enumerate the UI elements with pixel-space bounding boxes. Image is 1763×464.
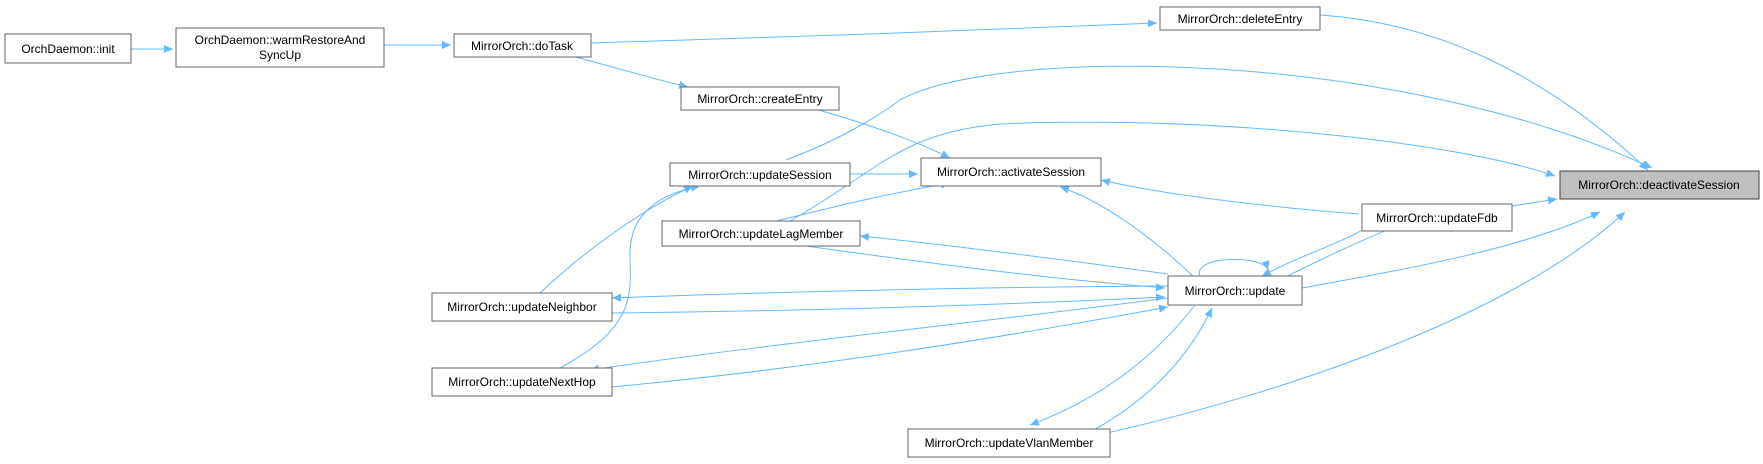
edge-update-to-nexthop — [589, 297, 1169, 373]
node-update-session[interactable]: MirrorOrch::updateSession — [669, 162, 851, 187]
edge-lag-to-update — [805, 245, 1166, 292]
node-update-label: MirrorOrch::update — [1185, 284, 1286, 298]
edge-deleteEntry-to-deactivate — [1319, 14, 1649, 171]
node-orch-init[interactable]: OrchDaemon::init — [4, 33, 132, 64]
node-update-lag-member[interactable]: MirrorOrch::updateLagMember — [661, 220, 861, 247]
node-orch-init-label: OrchDaemon::init — [21, 42, 115, 56]
node-deactivate-session[interactable]: MirrorOrch::deactivateSession — [1559, 170, 1760, 200]
node-deactivate-session-label: MirrorOrch::deactivateSession — [1578, 178, 1739, 192]
node-update-vlan-member-label: MirrorOrch::updateVlanMember — [925, 436, 1094, 450]
edge-doTask-to-createEntry — [571, 55, 689, 89]
edge-fdb-to-deactivate — [1511, 196, 1558, 207]
node-delete-entry[interactable]: MirrorOrch::deleteEntry — [1159, 6, 1321, 31]
edge-neighbor-to-update — [611, 293, 1166, 314]
edge-nexthop-to-update — [599, 304, 1169, 389]
edge-lag-to-deactivate — [789, 121, 1556, 222]
node-update-neighbor-label: MirrorOrch::updateNeighbor — [447, 300, 596, 314]
node-delete-entry-label: MirrorOrch::deleteEntry — [1178, 12, 1303, 26]
nodes: OrchDaemon::init OrchDaemon::warmRestore… — [4, 6, 1760, 458]
edge-doTask-to-deleteEntry — [590, 19, 1158, 44]
node-update[interactable]: MirrorOrch::update — [1167, 275, 1303, 306]
edge-vlan-to-update — [1089, 307, 1213, 433]
node-update-vlan-member[interactable]: MirrorOrch::updateVlanMember — [907, 428, 1111, 458]
node-update-session-label: MirrorOrch::updateSession — [688, 168, 831, 182]
node-activate-session[interactable]: MirrorOrch::activateSession — [920, 157, 1102, 187]
edge-updSession-to-deactivate — [785, 65, 1653, 169]
edge-fdb-to-activate — [1100, 178, 1360, 215]
node-update-fdb[interactable]: MirrorOrch::updateFdb — [1361, 203, 1513, 232]
node-update-fdb-label: MirrorOrch::updateFdb — [1376, 211, 1498, 225]
edge-createEntry-to-activate — [811, 107, 951, 159]
edge-nexthop-to-updSession — [559, 183, 701, 369]
node-warm-restore-label-line2: SyncUp — [259, 48, 301, 62]
node-update-next-hop[interactable]: MirrorOrch::updateNextHop — [431, 367, 613, 397]
edge-update-to-vlan — [1029, 304, 1196, 426]
edge-update-to-deactivate — [1301, 211, 1601, 289]
edge-update-to-neighbor — [611, 285, 1169, 302]
edge-update-self-loop — [1199, 258, 1270, 277]
node-update-lag-member-label: MirrorOrch::updateLagMember — [679, 227, 844, 241]
node-do-task[interactable]: MirrorOrch::doTask — [453, 33, 592, 58]
node-create-entry-label: MirrorOrch::createEntry — [697, 92, 822, 106]
node-warm-restore-label-line1: OrchDaemon::warmRestoreAnd — [195, 33, 366, 47]
node-create-entry[interactable]: MirrorOrch::createEntry — [680, 86, 840, 111]
node-update-neighbor[interactable]: MirrorOrch::updateNeighbor — [431, 292, 613, 322]
node-update-next-hop-label: MirrorOrch::updateNextHop — [448, 375, 596, 389]
edge-lag-to-activate — [775, 180, 951, 222]
edge-update-to-activate — [1059, 185, 1196, 279]
node-activate-session-label: MirrorOrch::activateSession — [937, 165, 1085, 179]
edge-vlan-to-deactivate — [1097, 211, 1626, 436]
node-warm-restore-and-sync-up[interactable]: OrchDaemon::warmRestoreAnd SyncUp — [175, 27, 385, 68]
edge-neighbor-to-updSession — [539, 185, 694, 294]
edge-update-to-lag — [859, 232, 1169, 275]
node-do-task-label: MirrorOrch::doTask — [471, 39, 574, 53]
